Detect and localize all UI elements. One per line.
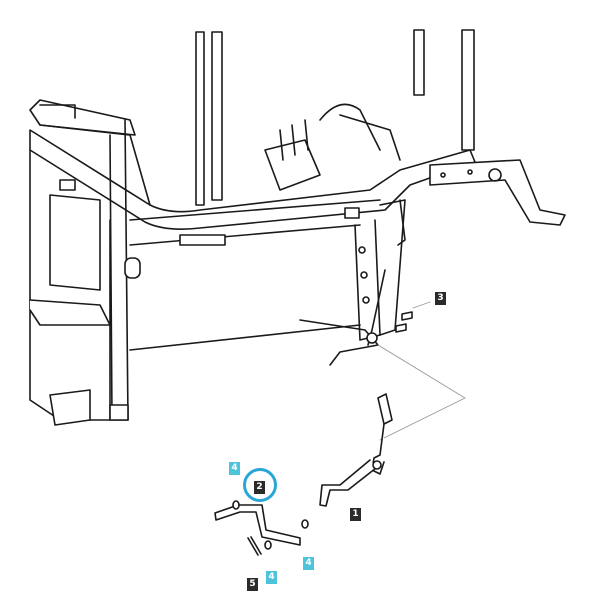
callout-4-top[interactable]: 4 <box>229 462 240 475</box>
highlight-ring <box>243 468 277 502</box>
frame-bolts <box>124 207 370 304</box>
left-frame <box>29 104 129 426</box>
right-bracket <box>429 159 566 226</box>
linkage-rod <box>299 199 406 366</box>
callout-5[interactable]: 5 <box>247 578 258 591</box>
callout-2[interactable]: 2 <box>254 481 265 494</box>
callout-4-right[interactable]: 4 <box>303 557 314 570</box>
bolts-item-3 <box>395 311 413 333</box>
main-frame <box>29 99 476 421</box>
control-cluster <box>264 103 401 191</box>
leader-lines <box>377 301 466 441</box>
pin-item-5 <box>247 536 262 556</box>
lever-item-1 <box>319 393 393 507</box>
callout-3[interactable]: 3 <box>435 292 446 305</box>
washers-item-4 <box>232 500 309 550</box>
rod-item-2 <box>214 504 301 546</box>
vertical-posts <box>195 29 475 206</box>
callout-4-bottom[interactable]: 4 <box>266 571 277 584</box>
callout-1[interactable]: 1 <box>350 508 361 521</box>
